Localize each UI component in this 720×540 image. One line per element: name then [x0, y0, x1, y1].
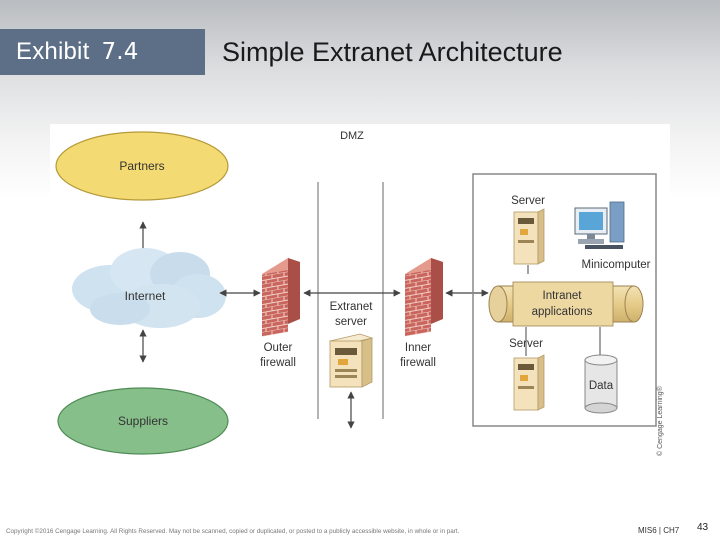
inner-firewall-label-1: Inner [405, 342, 431, 354]
page-title: Simple Extranet Architecture [222, 37, 563, 67]
page-number: 43 [697, 522, 709, 533]
extranet-server-label-2: server [335, 316, 367, 328]
intranet-applications-label-1: Intranet [543, 290, 583, 302]
suppliers-ellipse [57, 387, 229, 455]
exhibit-label: Exhibit [16, 38, 90, 65]
inner-firewall-icon [405, 258, 443, 337]
intranet-applications-cylinder [488, 281, 644, 327]
outer-firewall-icon [262, 258, 300, 337]
minicomputer-icon [574, 201, 625, 249]
exhibit-label-box: Exhibit 7.4 [0, 29, 205, 75]
internet-cloud [72, 248, 226, 328]
suppliers-label: Suppliers [118, 414, 168, 428]
server-top-label: Server [511, 195, 545, 207]
server-bottom-icon [513, 354, 545, 411]
footer-course-code: MIS6 | CH7 [638, 526, 680, 535]
extranet-server-icon [328, 333, 374, 388]
extranet-server-label-1: Extranet [330, 301, 374, 313]
inner-firewall-label-2: firewall [400, 357, 436, 369]
diagram-panel: DMZ Partners Internet Suppliers Ou [50, 124, 670, 464]
footer-copyright: Copyright ©2016 Cengage Learning. All Ri… [6, 528, 460, 535]
server-top-icon [513, 208, 545, 265]
internet-label: Internet [125, 289, 166, 303]
exhibit-number: 7.4 [101, 39, 139, 65]
dmz-label: DMZ [340, 130, 364, 142]
data-label: Data [589, 380, 614, 392]
minicomputer-label: Minicomputer [581, 259, 650, 271]
image-credit: © Cengage Learning® [656, 385, 664, 456]
partners-ellipse [55, 131, 229, 201]
outer-firewall-label-1: Outer [264, 342, 293, 354]
partners-label: Partners [119, 159, 164, 173]
outer-firewall-label-2: firewall [260, 357, 296, 369]
data-cylinder-icon [584, 354, 618, 414]
intranet-applications-label-2: applications [532, 306, 593, 318]
extranet-architecture-diagram: DMZ Partners Internet Suppliers Ou [55, 130, 664, 456]
intranet-enclosure [472, 173, 657, 427]
